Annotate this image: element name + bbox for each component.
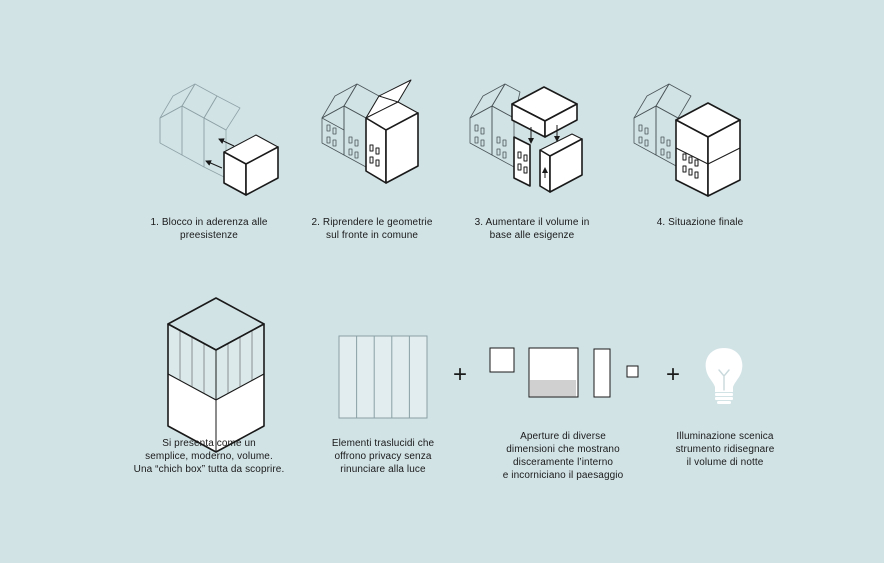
lower-blocks: [513, 133, 583, 193]
panels-caption: Elementi traslucidi che offrono privacy …: [331, 438, 435, 475]
final-volume: [675, 102, 741, 197]
translucent-panels: [338, 335, 428, 419]
box-caption: Si presenta come un semplice, moderno, v…: [133, 438, 285, 475]
step2-illustration: [321, 79, 419, 184]
step1-illustration: [159, 83, 279, 196]
lighting-caption: Illuminazione scenica strumento ridisegn…: [675, 431, 775, 468]
upper-block: [511, 86, 578, 138]
plus-operator: +: [453, 361, 467, 388]
plus-operator: +: [666, 361, 680, 388]
step4-caption: 4. Situazione finale: [656, 217, 744, 228]
arrow-icon: [205, 160, 223, 169]
new-block-with-roof: [365, 79, 419, 184]
step3-caption: 3. Aumentare il volume in base alle esig…: [474, 217, 590, 241]
openings-caption: Aperture di diverse dimensioni che mostr…: [502, 431, 624, 481]
step3-illustration: [469, 83, 583, 193]
new-block: [223, 134, 279, 196]
step1-caption: 1. Blocco in aderenza alle preesistenze: [150, 217, 268, 241]
box-illustration: [167, 297, 265, 453]
step2-caption: 2. Riprendere le geometrie sul fronte in…: [311, 217, 433, 241]
existing-houses: [469, 83, 521, 168]
step4-illustration: [633, 83, 741, 197]
lightbulb-icon: [705, 348, 743, 404]
arrow-icon: [218, 138, 235, 147]
openings-illustration: [489, 347, 639, 398]
